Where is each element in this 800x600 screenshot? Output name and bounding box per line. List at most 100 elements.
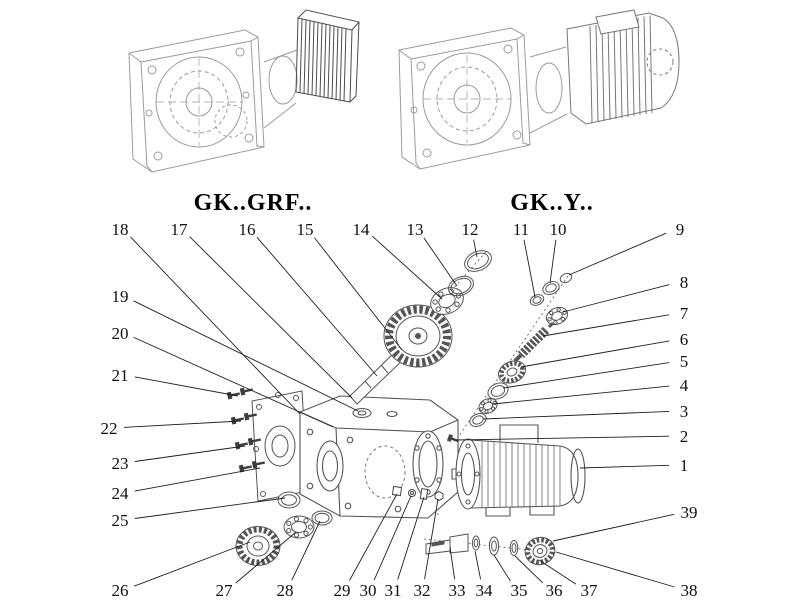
electric-motor-illustration bbox=[566, 9, 680, 125]
leader-line-part-28 bbox=[291, 520, 321, 581]
part-number-27: 27 bbox=[216, 581, 234, 600]
input-bearing bbox=[430, 250, 492, 315]
part-number-6: 6 bbox=[680, 330, 689, 349]
part-number-28: 28 bbox=[277, 581, 294, 600]
part-number-31: 31 bbox=[385, 581, 402, 600]
pinion-gear bbox=[498, 360, 526, 384]
leader-line-part-23 bbox=[134, 445, 246, 462]
part-number-19: 19 bbox=[112, 287, 129, 306]
part-number-14: 14 bbox=[353, 220, 371, 239]
leader-line-part-34 bbox=[474, 550, 482, 580]
leader-line-part-25 bbox=[134, 497, 286, 519]
part-number-21: 21 bbox=[112, 366, 129, 385]
leader-line-part-38 bbox=[555, 551, 675, 588]
part-number-39: 39 bbox=[681, 503, 698, 522]
exploded-view bbox=[226, 250, 586, 566]
leader-line-part-1 bbox=[579, 464, 670, 469]
bearing-outer-ring bbox=[448, 275, 474, 297]
leader-line-part-24 bbox=[134, 467, 261, 492]
gear-housing bbox=[299, 395, 459, 519]
part-number-15: 15 bbox=[297, 220, 314, 239]
leader-line-part-10 bbox=[549, 239, 557, 284]
leader-line-part-37 bbox=[538, 559, 577, 585]
leader-line-part-5 bbox=[502, 362, 670, 389]
part-number-26: 26 bbox=[112, 581, 129, 600]
leader-line-part-17 bbox=[189, 236, 353, 399]
leader-line-part-35 bbox=[493, 554, 511, 582]
part-number-18: 18 bbox=[112, 220, 129, 239]
part-number-9: 9 bbox=[676, 220, 685, 239]
leader-line-part-12 bbox=[473, 239, 478, 258]
input-fin-cover bbox=[295, 9, 360, 103]
part-number-4: 4 bbox=[680, 376, 689, 395]
caption-gk-y: GK..Y.. bbox=[510, 190, 594, 216]
part-number-2: 2 bbox=[680, 427, 689, 446]
leader-line-part-19 bbox=[133, 300, 359, 412]
leader-line-part-15 bbox=[314, 237, 403, 351]
leader-line-part-9 bbox=[568, 232, 667, 276]
part-number-16: 16 bbox=[239, 220, 256, 239]
part-number-35: 35 bbox=[511, 581, 528, 600]
leader-line-part-20 bbox=[133, 336, 334, 428]
motor bbox=[446, 424, 586, 517]
part-number-32: 32 bbox=[414, 581, 431, 600]
part-number-29: 29 bbox=[334, 581, 351, 600]
pinion-assembly bbox=[469, 272, 573, 427]
part-number-30: 30 bbox=[360, 581, 377, 600]
part-number-12: 12 bbox=[462, 220, 479, 239]
part-number-8: 8 bbox=[680, 273, 689, 292]
output-shaft-assembly bbox=[425, 533, 556, 566]
leader-line-part-30 bbox=[373, 495, 412, 581]
part-number-1: 1 bbox=[680, 456, 689, 475]
leader-line-part-18 bbox=[130, 236, 301, 415]
part-number-11: 11 bbox=[513, 220, 529, 239]
leader-line-part-8 bbox=[562, 284, 670, 313]
leader-line-part-13 bbox=[423, 237, 458, 287]
leader-line-part-7 bbox=[542, 314, 670, 337]
part-number-22: 22 bbox=[101, 419, 118, 438]
leader-line-part-29 bbox=[349, 493, 398, 581]
part-number-13: 13 bbox=[407, 220, 424, 239]
output-gear-left bbox=[235, 526, 281, 566]
leader-line-part-36 bbox=[514, 555, 544, 584]
leader-line-part-33 bbox=[449, 546, 456, 580]
leader-line-part-11 bbox=[523, 239, 536, 298]
leader-line-part-21 bbox=[134, 376, 239, 397]
part-number-23: 23 bbox=[112, 454, 129, 473]
gearbox-y-motor-illustration bbox=[398, 9, 680, 170]
input-gear bbox=[383, 304, 453, 368]
part-number-34: 34 bbox=[476, 581, 494, 600]
caption-gk-grf: GK..GRF.. bbox=[193, 190, 313, 216]
leader-line-part-14 bbox=[371, 235, 443, 300]
part-number-10: 10 bbox=[550, 220, 567, 239]
part-number-37: 37 bbox=[581, 581, 599, 600]
flange-bolt bbox=[446, 433, 459, 443]
output-seal-parts bbox=[235, 491, 333, 566]
output-gear-right bbox=[524, 536, 556, 566]
leader-line-part-4 bbox=[492, 385, 670, 405]
part-number-38: 38 bbox=[681, 581, 698, 600]
leader-line-part-3 bbox=[482, 410, 670, 420]
leader-line-part-26 bbox=[133, 541, 251, 587]
part-number-36: 36 bbox=[546, 581, 563, 600]
retaining-ring bbox=[464, 250, 492, 272]
part-number-33: 33 bbox=[449, 581, 466, 600]
leader-line-part-22 bbox=[123, 420, 242, 428]
leader-line-part-16 bbox=[256, 236, 378, 377]
leader-line-part-32 bbox=[424, 498, 439, 580]
part-number-24: 24 bbox=[112, 484, 130, 503]
leader-line-part-27 bbox=[235, 531, 297, 584]
part-number-5: 5 bbox=[680, 352, 689, 371]
part-number-17: 17 bbox=[171, 220, 189, 239]
leader-line-part-39 bbox=[552, 513, 675, 542]
leader-line-part-6 bbox=[520, 340, 670, 368]
leader-line-part-2 bbox=[455, 435, 670, 441]
leader-line-part-31 bbox=[397, 496, 425, 580]
part-number-20: 20 bbox=[112, 324, 129, 343]
part-number-3: 3 bbox=[680, 402, 689, 421]
part-number-25: 25 bbox=[112, 511, 129, 530]
part-number-7: 7 bbox=[680, 304, 689, 323]
